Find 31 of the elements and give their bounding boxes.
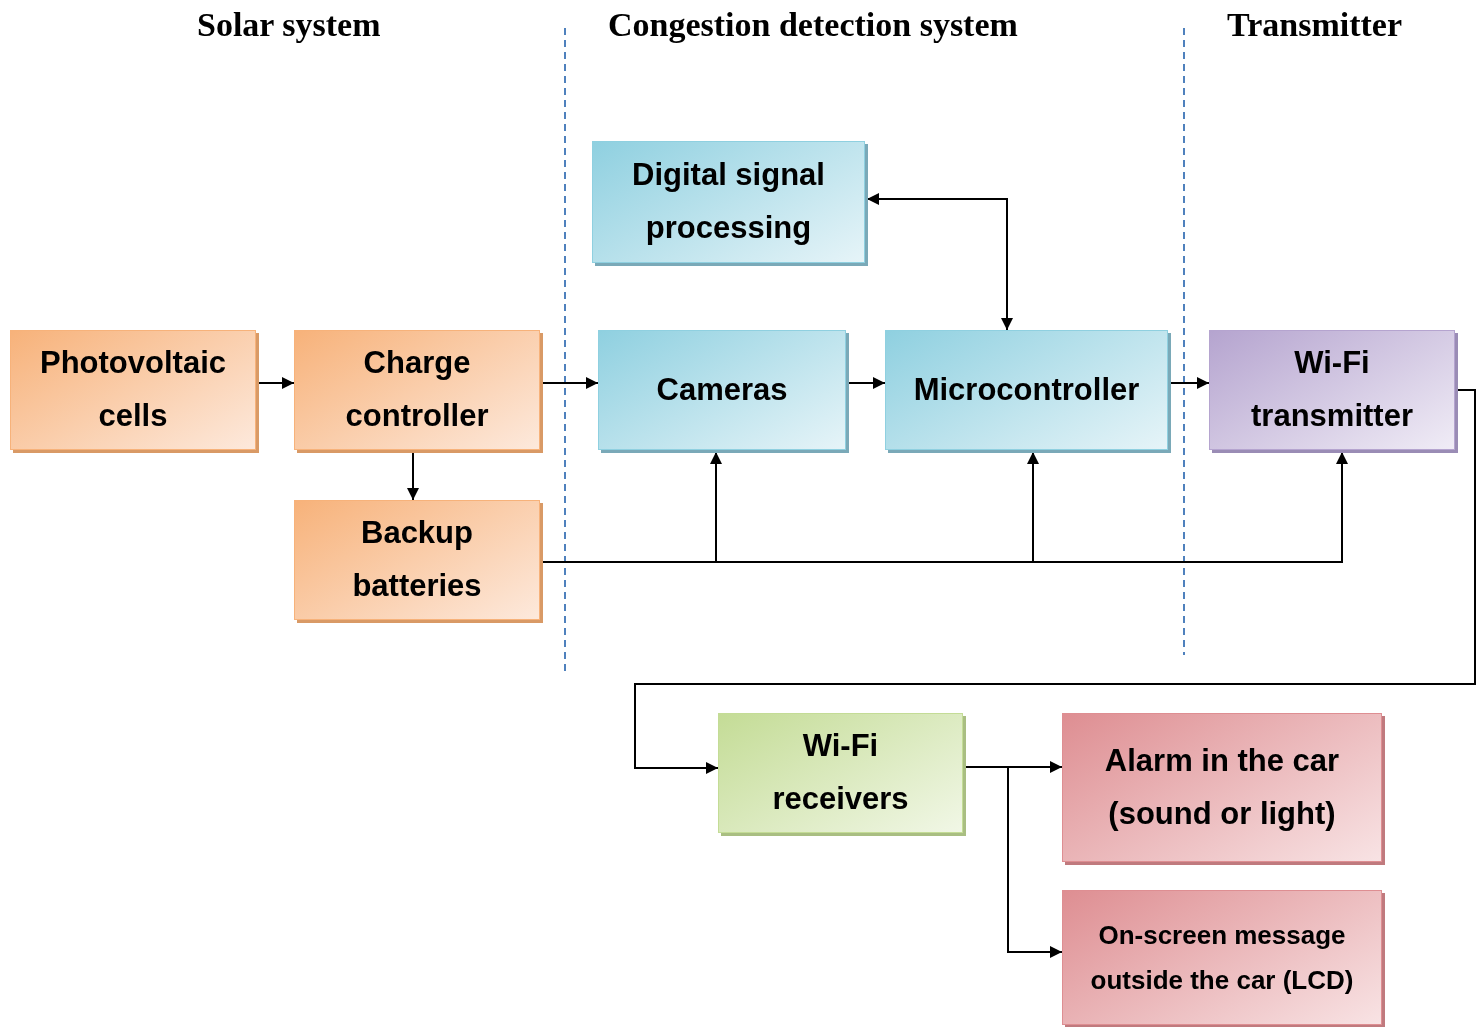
box-label: Alarm in the car (sound or light)	[1103, 741, 1341, 833]
section-heading: Solar system	[197, 6, 381, 44]
box-label: On-screen message outside the car (LCD)	[1089, 919, 1355, 997]
process-box	[592, 141, 865, 263]
process-box	[598, 330, 846, 450]
box-label: Backup batteries	[351, 514, 483, 605]
box-label: Cameras	[656, 370, 788, 409]
arrow	[866, 193, 1013, 331]
box-label: Charge controller	[344, 344, 490, 435]
box-label: Microcontroller	[913, 370, 1140, 409]
arrow	[541, 377, 599, 389]
process-box	[294, 330, 540, 450]
process-box	[1062, 713, 1382, 862]
section-heading: Transmitter	[1227, 6, 1402, 44]
process-box	[1209, 330, 1455, 450]
process-box	[294, 500, 540, 620]
arrow	[964, 766, 1063, 958]
box-label: Wi-Fi transmitter	[1250, 344, 1414, 435]
process-box	[885, 330, 1168, 450]
process-box	[1062, 890, 1382, 1025]
arrow	[407, 451, 419, 501]
arrow	[1169, 377, 1210, 389]
section-heading: Congestion detection system	[608, 6, 1018, 44]
box-label: Photovoltaic cells	[39, 344, 227, 435]
process-box	[10, 330, 256, 450]
arrow	[634, 389, 1476, 774]
process-box	[718, 713, 963, 833]
box-label: Wi-Fi receivers	[771, 727, 910, 818]
arrow	[257, 377, 295, 389]
box-label: Digital signal processing	[631, 156, 826, 247]
arrow	[847, 377, 886, 389]
